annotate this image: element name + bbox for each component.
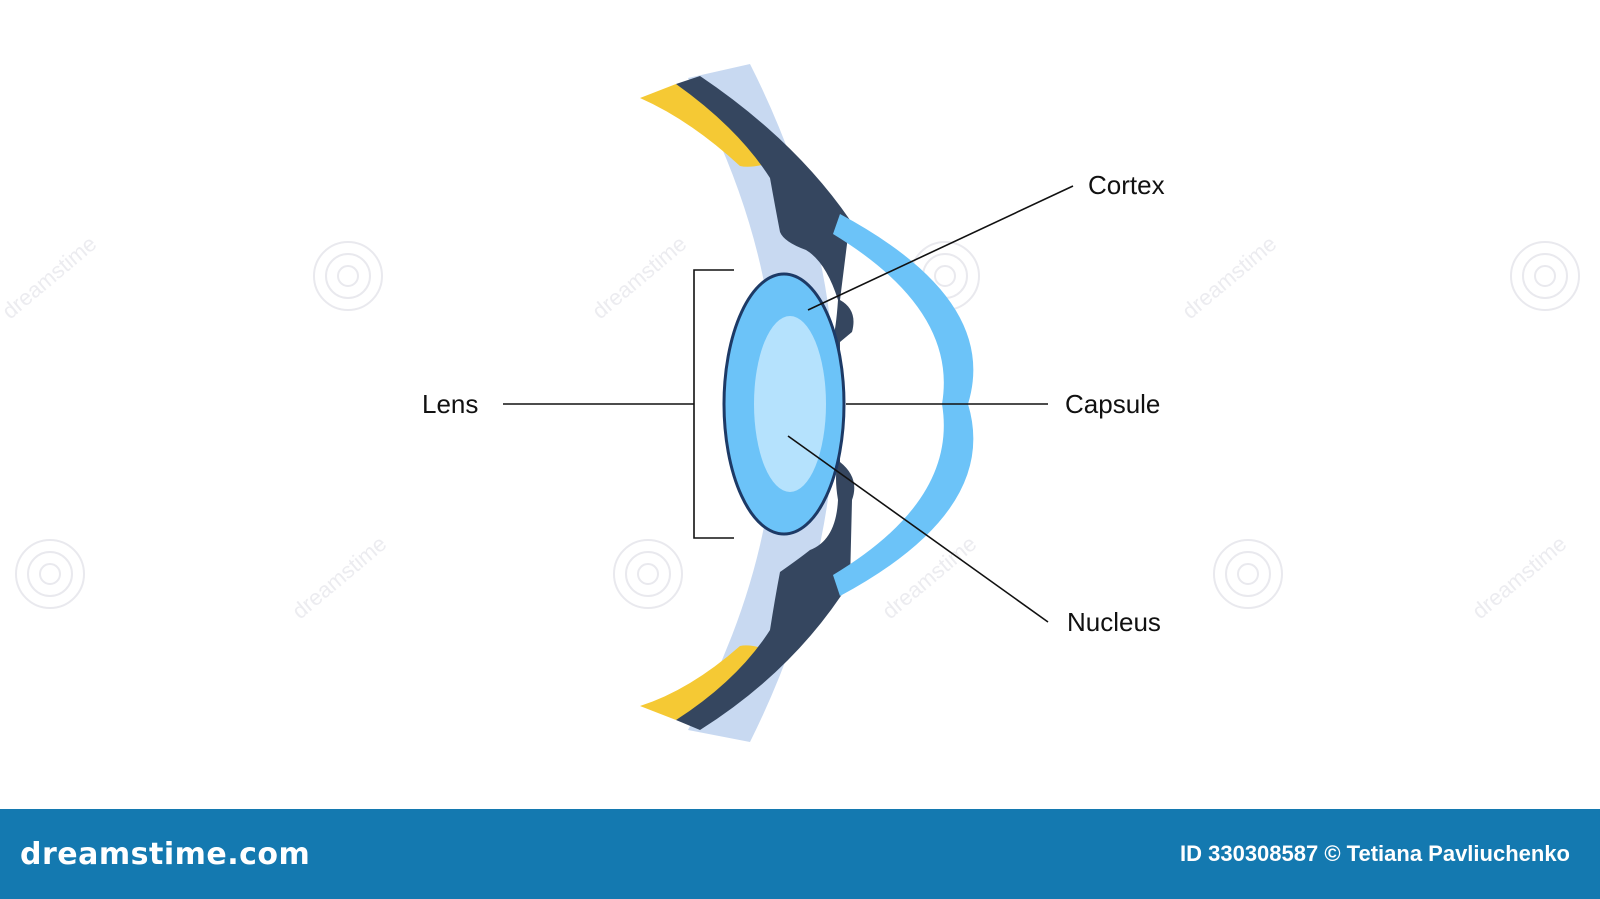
lower-yellow-layer (640, 645, 762, 720)
cortex-leader (807, 185, 1074, 311)
watermark-text: dreamstime (1467, 531, 1571, 624)
iris-ciliary-body (676, 76, 855, 730)
footer-bar: dreamstime.com ID 330308587 © Tetiana Pa… (0, 809, 1600, 899)
nucleus-label: Nucleus (1067, 607, 1161, 637)
brand-logo[interactable]: dreamstime.com (20, 836, 311, 872)
diagram-canvas: dreamstime dreamstime dreamstime dreamst… (0, 64, 1580, 742)
swirl-watermark-icon (1213, 539, 1283, 609)
lens (722, 272, 846, 536)
watermark-text: dreamstime (287, 531, 391, 624)
nucleus-leader (787, 435, 1049, 623)
cortex-label: Cortex (1088, 170, 1165, 200)
watermark-text: dreamstime (0, 231, 101, 324)
swirl-watermark-icon (15, 539, 85, 609)
capsule-label: Capsule (1065, 389, 1160, 419)
image-credit: ID 330308587 © Tetiana Pavliuchenko (1180, 841, 1570, 866)
watermark-text: dreamstime (1177, 231, 1281, 324)
cornea-ring (833, 214, 974, 596)
swirl-watermark-icon (1510, 241, 1580, 311)
lens-label: Lens (422, 389, 478, 419)
watermark-text: dreamstime (587, 231, 691, 324)
swirl-watermark-icon (313, 241, 383, 311)
upper-yellow-layer (640, 84, 762, 167)
lens-nucleus (754, 316, 826, 492)
swirl-watermark-icon (613, 539, 683, 609)
